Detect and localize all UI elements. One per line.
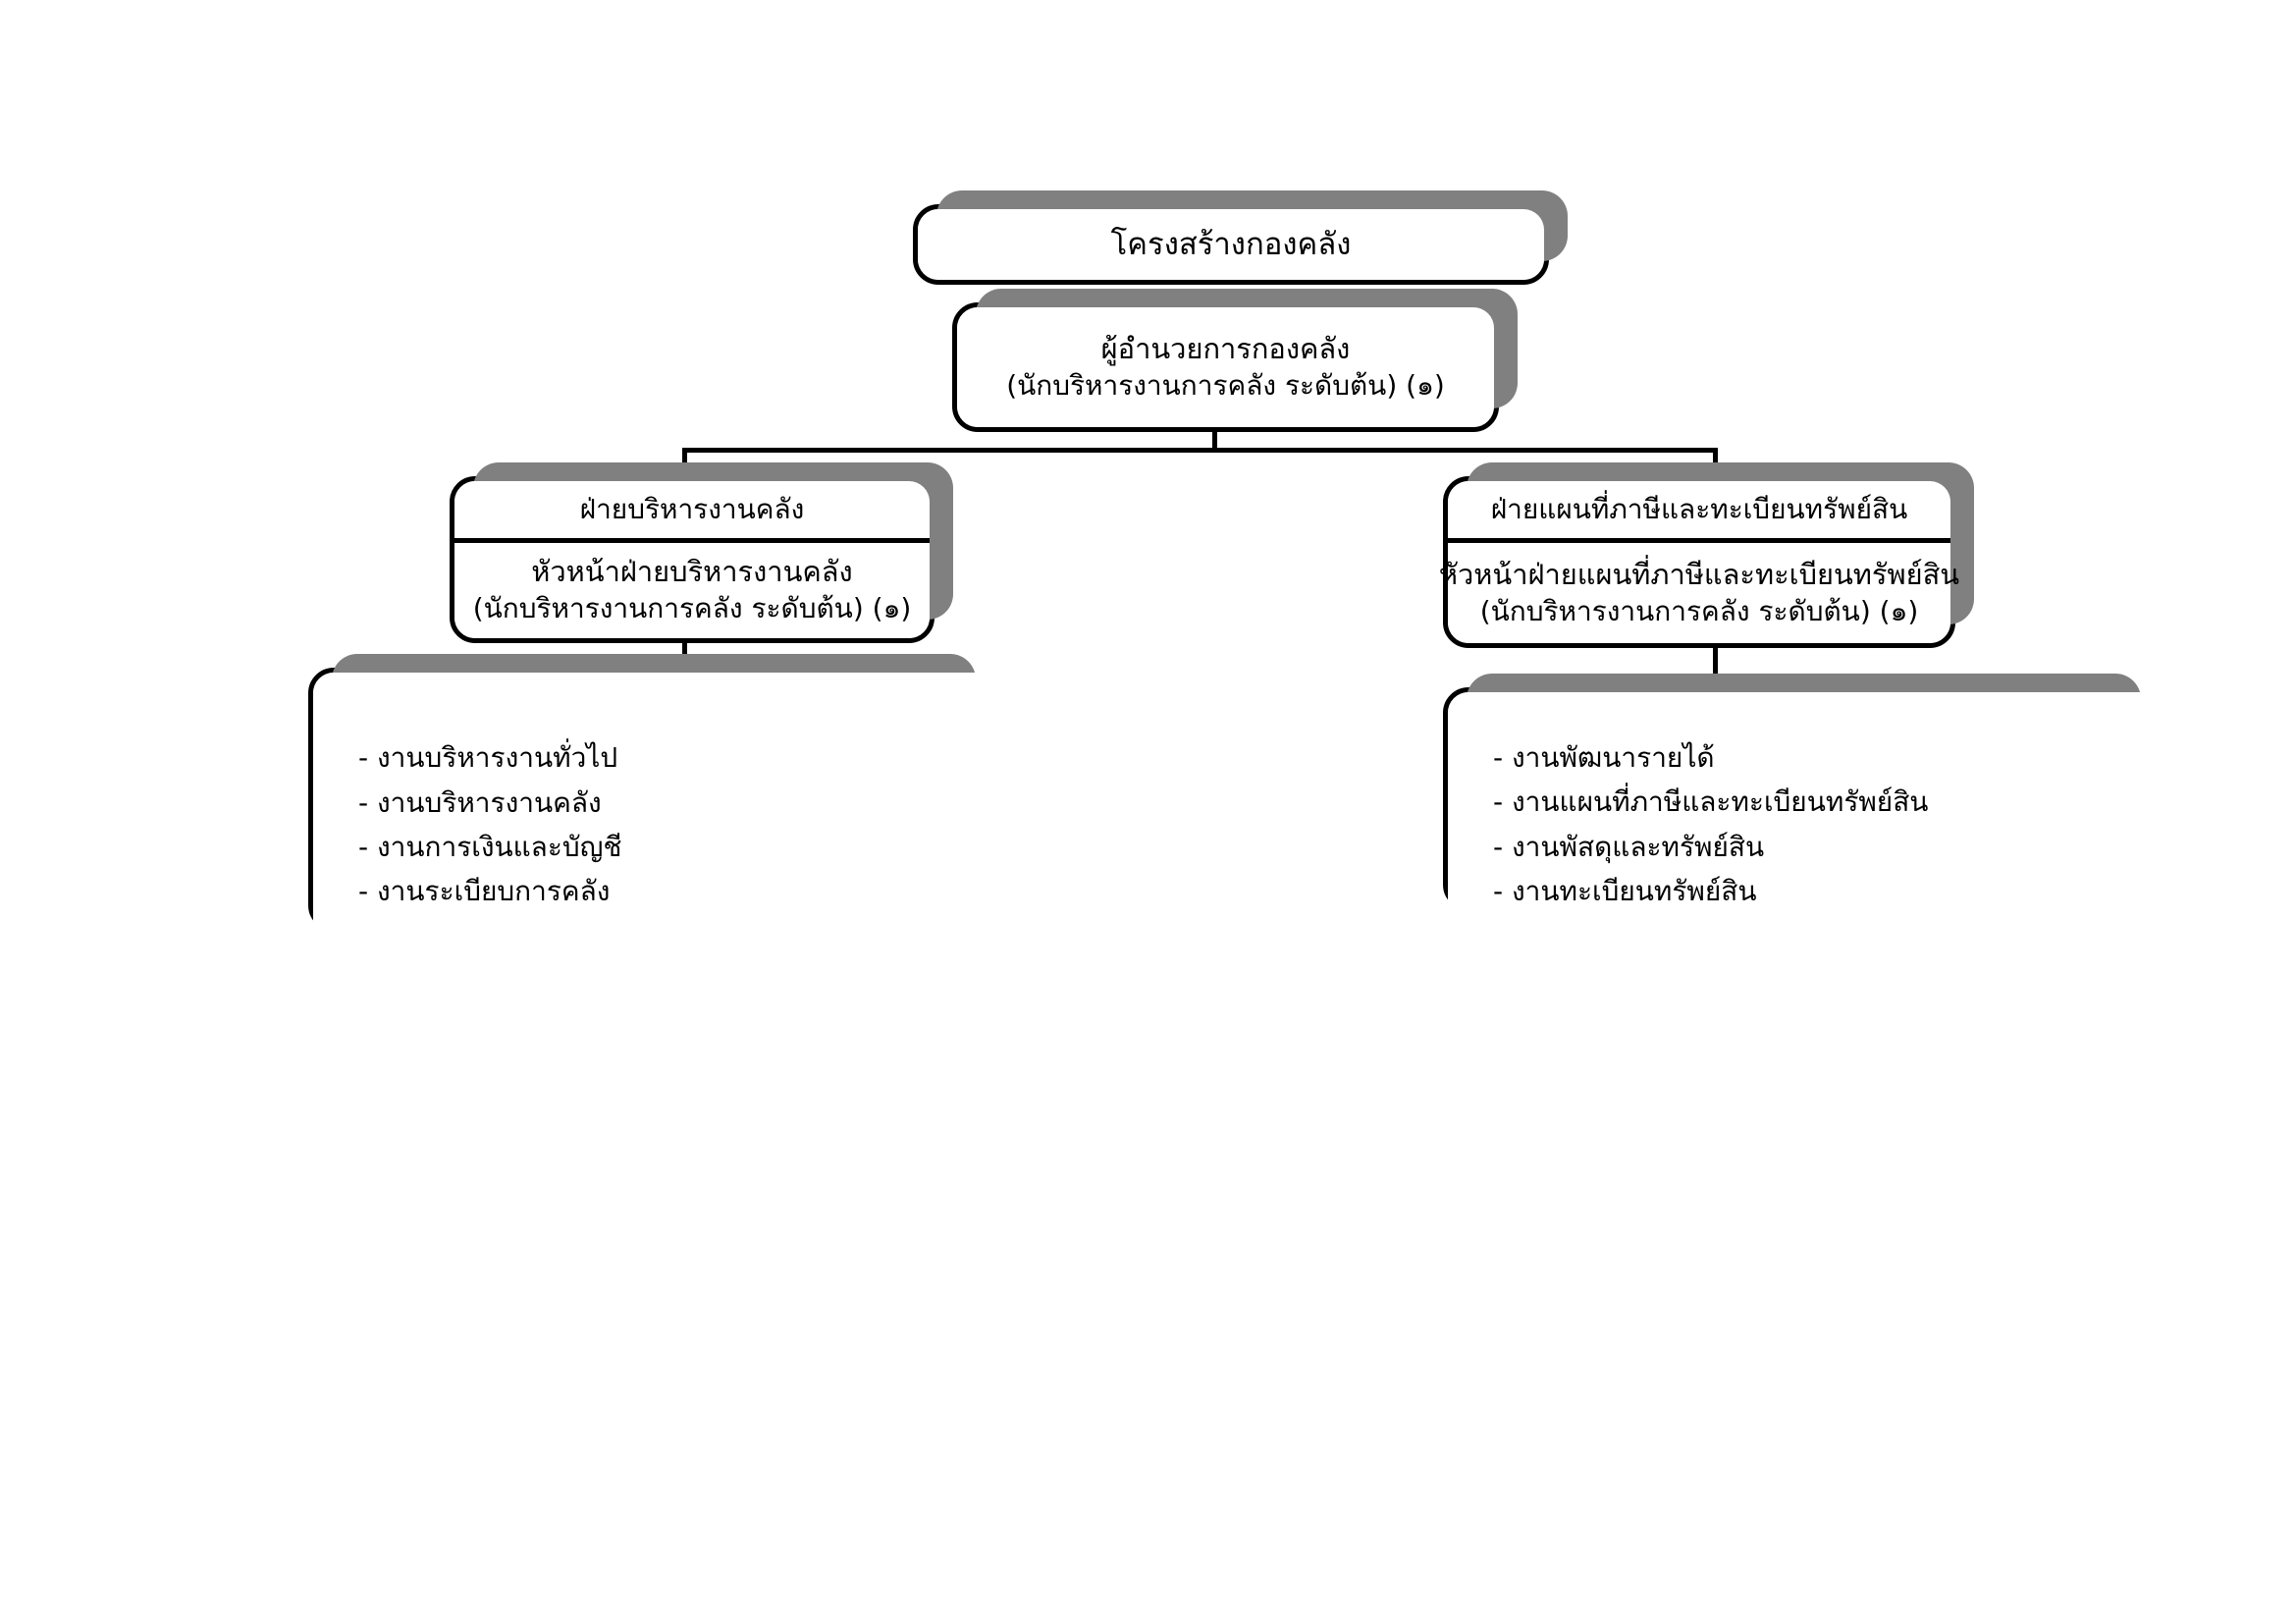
connector-right-branch-to-tasks (1713, 645, 1718, 690)
branch-rank-finance-administration: (นักบริหารงานการคลัง ระดับต้น) (๑) (472, 592, 912, 625)
list-item: - งานพัสดุและทรัพย์สิน (1493, 830, 1765, 863)
chart-title-text: โครงสร้างกองคลัง (1110, 226, 1352, 262)
director-box: ผู้อำนวยการกองคลัง (นักบริหารงานการคลัง … (952, 289, 1518, 432)
branch-rank-tax-map-and-property-registry: (นักบริหารงานการคลัง ระดับต้น) (๑) (1479, 594, 1919, 627)
list-item: - งานการเงินและบัญชี (358, 831, 622, 863)
director-rank: (นักบริหารงานการคลัง ระดับต้น) (๑) (1006, 368, 1445, 402)
task-list-right-items: - งานพัฒนารายได้ - งานแผนที่ภาษีและทะเบี… (1493, 735, 1928, 913)
task-list-left-items: - งานบริหารงานทั่วไป - งานบริหารงานคลัง … (358, 735, 622, 913)
branch-header-tax-map-and-property-registry: ฝ่ายแผนที่ภาษีและทะเบียนทรัพย์สิน (1490, 492, 1908, 525)
chart-title-box: โครงสร้างกองคลัง (913, 190, 1568, 285)
task-list-tax-map-and-property-registry: - งานพัฒนารายได้ - งานแผนที่ภาษีและทะเบี… (1443, 674, 2163, 956)
branch-header-divider-left (454, 538, 930, 543)
list-item: - งานแผนที่ภาษีและทะเบียนทรัพย์สิน (1493, 785, 1929, 819)
list-item: - งานบริหารงานทั่วไป (358, 741, 618, 775)
connector-director-stem (1212, 432, 1217, 451)
branch-header-divider-right (1448, 538, 1950, 543)
branch-header-finance-administration: ฝ่ายบริหารงานคลัง (579, 492, 805, 525)
branch-box-finance-administration: ฝ่ายบริหารงานคลัง หัวหน้าฝ่ายบริหารงานคล… (450, 462, 953, 643)
branch-chief-tax-map-and-property-registry: หัวหน้าฝ่ายแผนที่ภาษีและทะเบียนทรัพย์สิน (1438, 557, 1960, 591)
task-list-finance-administration: - งานบริหารงานทั่วไป - งานบริหารงานคลัง … (308, 654, 997, 977)
list-item: - งานพัฒนารายได้ (1493, 740, 1715, 774)
list-item: - งานบริหารงานคลัง (358, 785, 602, 819)
connector-branch-bar (682, 448, 1718, 453)
list-item: - งานทะเบียนทรัพย์สิน (1493, 874, 1757, 907)
branch-chief-finance-administration: หัวหน้าฝ่ายบริหารงานคลัง (531, 555, 853, 589)
branch-box-tax-map-and-property-registry: ฝ่ายแผนที่ภาษีและทะเบียนทรัพย์สิน หัวหน้… (1439, 462, 1974, 648)
list-item: - งานระเบียบการคลัง (358, 875, 611, 908)
director-title: ผู้อำนวยการกองคลัง (1100, 331, 1351, 365)
